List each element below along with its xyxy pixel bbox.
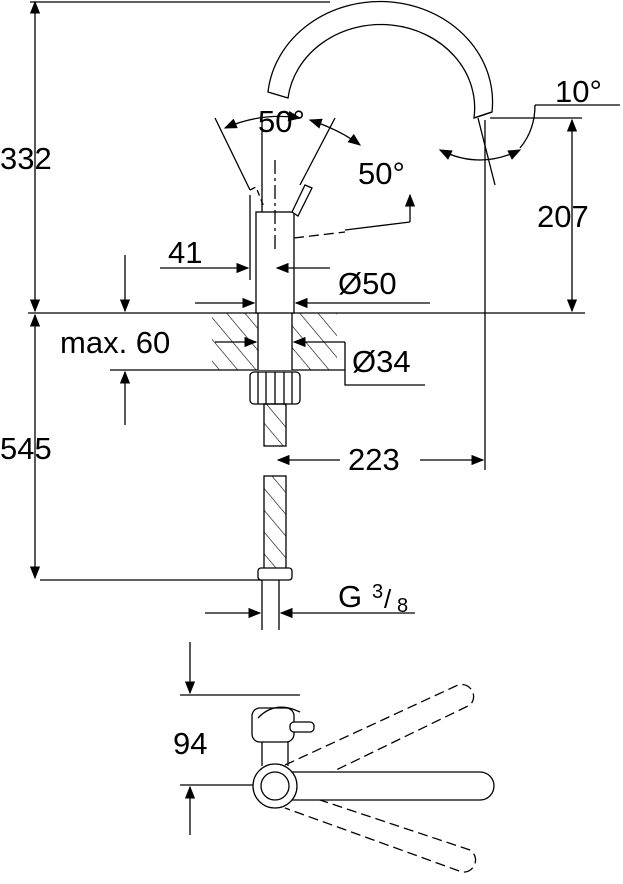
- dim-41-label: 41: [168, 235, 203, 270]
- thread-slash: /: [384, 584, 392, 614]
- hose-connector: [257, 567, 293, 581]
- lever-angle-label: 50°: [358, 156, 405, 191]
- dim-207-label: 207: [537, 199, 589, 234]
- thread-numerator: 3: [372, 581, 384, 603]
- max-60-label: max. 60: [60, 325, 171, 360]
- dim-94-label: 94: [173, 726, 208, 761]
- dim-223-label: 223: [348, 442, 400, 477]
- swivel-angle-label: 50°: [258, 104, 305, 139]
- thread-label: G: [338, 579, 363, 614]
- dim-332-label: 332: [0, 141, 52, 176]
- dim-34-label: Ø34: [352, 344, 411, 379]
- spout-angle-label: 10°: [555, 74, 602, 109]
- plan-handle: [275, 771, 495, 801]
- faucet-body: [255, 211, 295, 314]
- thread-denominator: 8: [397, 595, 409, 617]
- plan-body: [252, 763, 298, 809]
- supply-hose: [263, 403, 287, 447]
- dim-545-label: 545: [0, 431, 52, 466]
- spout: [267, 0, 494, 119]
- dim-50-label: Ø50: [338, 266, 397, 301]
